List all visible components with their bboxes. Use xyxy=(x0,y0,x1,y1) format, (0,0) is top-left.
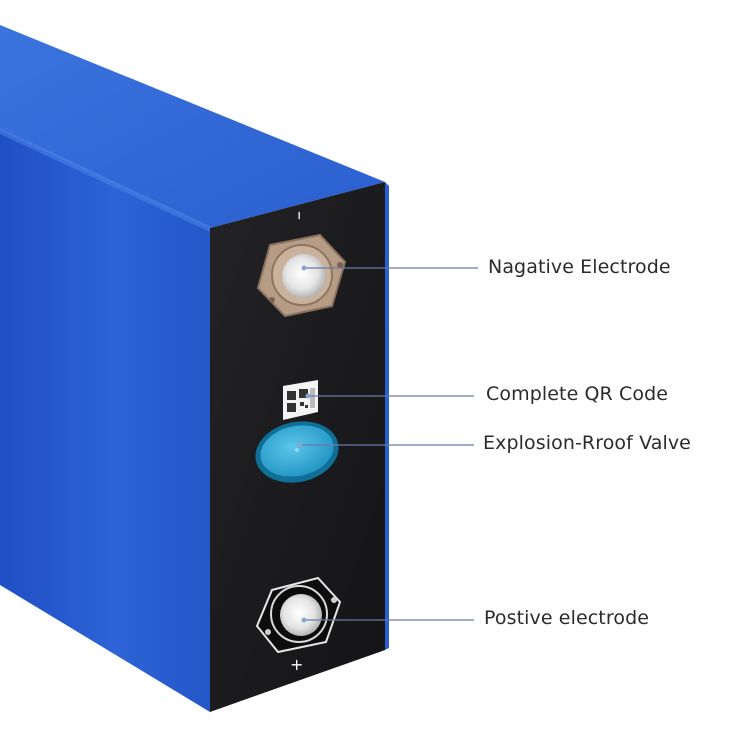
negative-mark: – xyxy=(289,211,310,220)
label-qr-code: Complete QR Code xyxy=(486,383,669,405)
panel-edge-right xyxy=(385,182,389,650)
explosion-proof-valve xyxy=(255,421,339,483)
callout-leader-lines xyxy=(300,267,478,621)
label-explosion-valve: Explosion-Rroof Valve xyxy=(483,432,691,454)
label-negative-electrode: Nagative Electrode xyxy=(488,256,671,278)
battery-side-face xyxy=(0,130,210,712)
negative-terminal xyxy=(256,233,347,318)
callout-anchor-dots xyxy=(297,265,311,623)
edge-highlight xyxy=(0,128,210,232)
positive-mark: + xyxy=(290,655,303,674)
positive-terminal xyxy=(255,576,342,654)
battery-top-face xyxy=(0,25,385,228)
qr-code-sticker xyxy=(283,380,318,420)
label-positive-electrode: Postive electrode xyxy=(484,607,650,629)
